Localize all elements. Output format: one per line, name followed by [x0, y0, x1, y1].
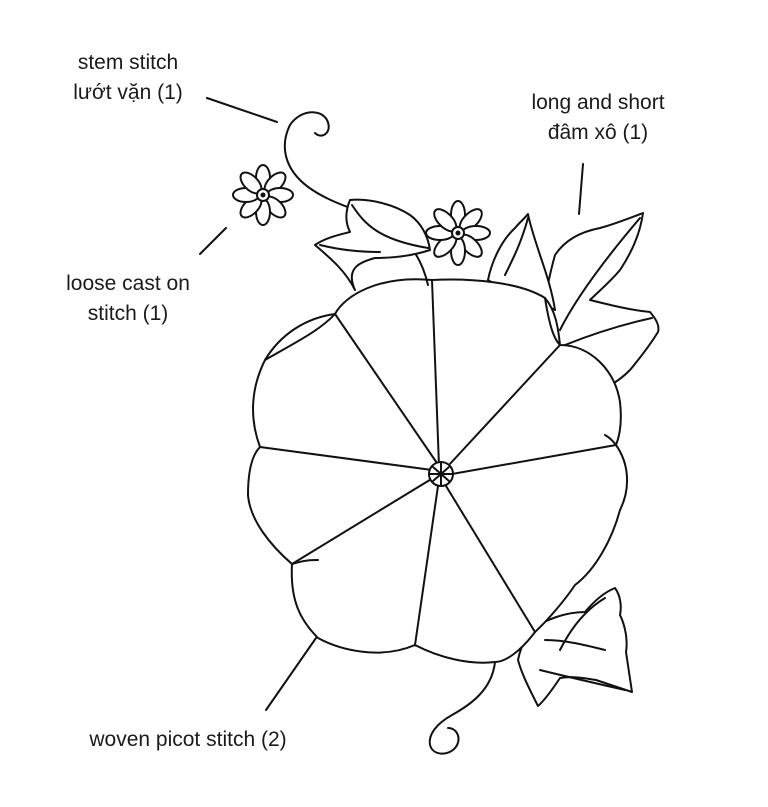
leader-woven-picot	[265, 637, 317, 711]
label-long-short-line2: đâm xô (1)	[547, 121, 649, 144]
label-stem-line1: stem stitch	[77, 51, 179, 74]
label-woven-picot: woven picot stitch (2)	[58, 725, 318, 755]
label-stem-line2: lướt vặn (1)	[73, 81, 183, 104]
bottom-right-leaves	[517, 587, 633, 707]
label-long-short-line1: long and short	[531, 91, 665, 114]
bottom-tendril	[428, 661, 496, 755]
label-loose-cast-line1: loose cast on	[66, 272, 190, 295]
flower-left	[232, 164, 294, 226]
label-woven-picot-line1: woven picot stitch (2)	[89, 728, 287, 751]
leader-loose-cast	[199, 227, 227, 255]
leader-long-short	[578, 163, 584, 215]
pumpkin-body	[247, 278, 629, 664]
label-stem-stitch: stem stitch lướt vặn (1)	[58, 48, 198, 108]
leader-stem	[206, 97, 278, 123]
flower-right	[425, 200, 491, 266]
top-middle-leaf	[314, 198, 431, 291]
label-long-and-short: long and short đâm xô (1)	[508, 88, 688, 148]
label-loose-cast-on: loose cast on stitch (1)	[48, 269, 208, 329]
label-loose-cast-line2: stitch (1)	[87, 302, 169, 325]
